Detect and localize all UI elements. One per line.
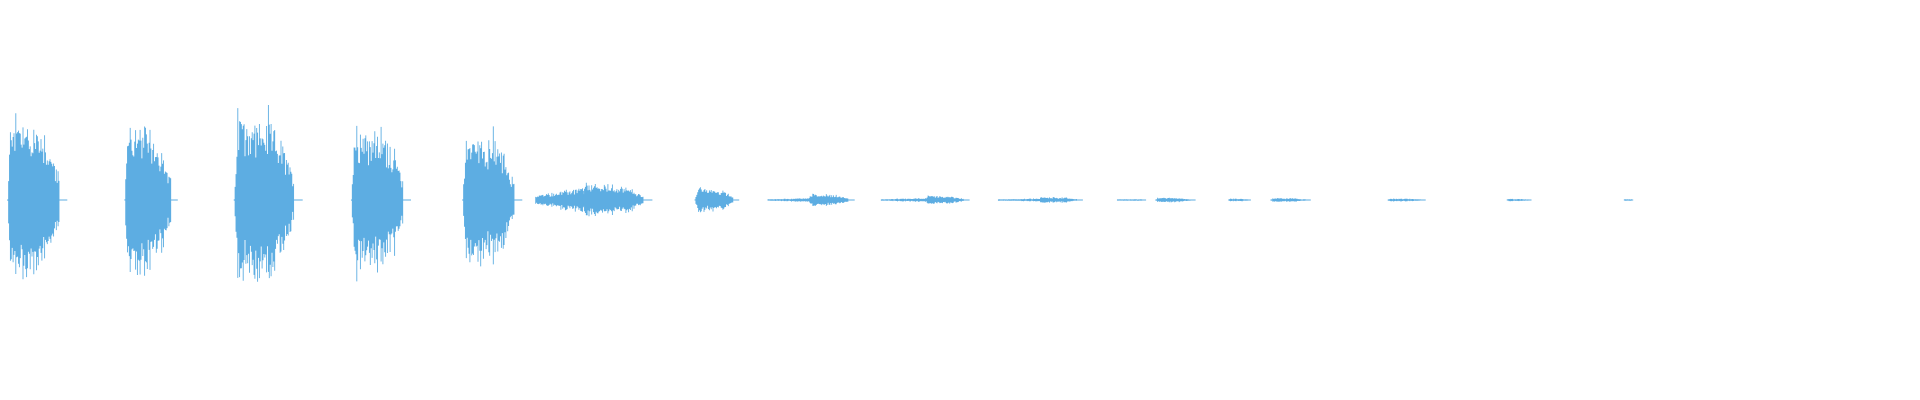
waveform-amplitude-path <box>233 105 295 282</box>
waveform-amplitude-path <box>462 126 515 267</box>
waveform-segment <box>1155 197 1196 203</box>
waveform-amplitude-path <box>350 125 404 282</box>
waveform-amplitude-path <box>7 113 60 280</box>
waveform-segment <box>233 105 303 282</box>
waveform-segment <box>462 126 523 267</box>
waveform-segment <box>7 113 68 280</box>
waveform-segment <box>1387 198 1426 202</box>
waveform-segment <box>1116 199 1147 201</box>
waveform-segment <box>1228 198 1251 202</box>
waveform-segment <box>350 125 411 282</box>
waveform-segment <box>1038 197 1083 203</box>
waveform-segment <box>807 193 855 206</box>
waveform-segment <box>581 182 653 217</box>
waveform-segment <box>924 195 970 204</box>
waveform-segment <box>1623 199 1634 201</box>
waveform-segment <box>694 187 740 213</box>
waveform-segment <box>1506 198 1532 202</box>
waveform-segment <box>124 126 178 276</box>
waveform-segment <box>1270 198 1311 202</box>
waveform-amplitude-path <box>124 126 172 276</box>
